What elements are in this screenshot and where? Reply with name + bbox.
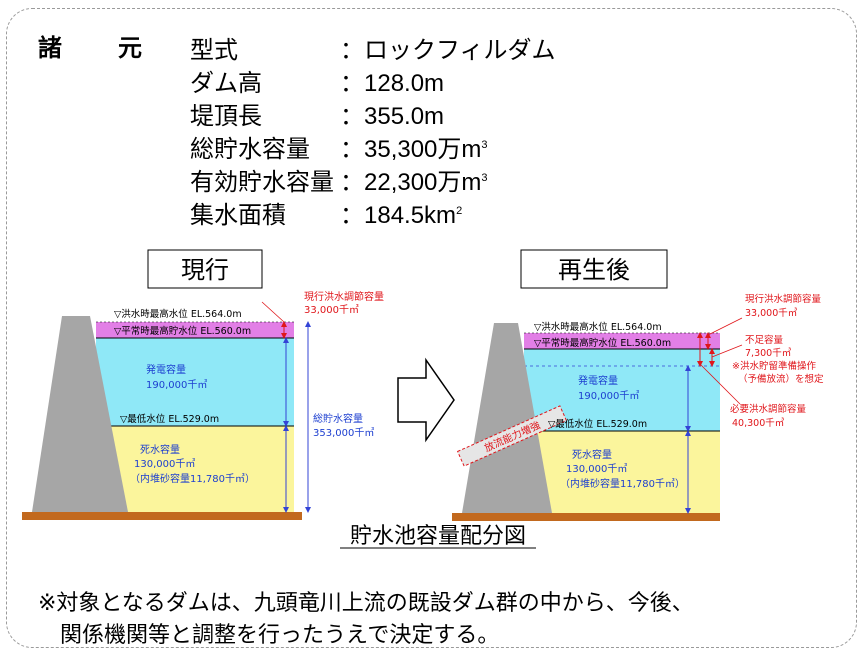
spec-row-height: ダム高 ：128.0m [190,63,444,98]
transition-arrow [397,357,455,443]
after-dead-label: 死水容量 [572,448,612,461]
spec-label: 型式 [190,36,238,64]
current-ground [22,512,302,520]
current-flood-level: ▽洪水時最高水位 EL.564.0m [114,308,242,320]
spec-unit-sup: 3 [481,139,488,151]
current-power-label: 発電容量 [146,363,186,376]
after-power-value: 190,000千㎥ [578,389,639,402]
spec-row-effective-storage: 有効貯水容量：22,300万m3 [190,162,488,197]
spec-value: ：184.5km [340,202,457,229]
current-dam-body [32,316,128,512]
after-min-level: ▽最低水位 EL.529.0m [548,418,647,430]
current-title: 現行 [181,256,229,284]
spec-unit-sup: 3 [481,172,488,184]
after-required-leader [699,363,741,405]
after-shortage-value: 7,300千㎥ [745,347,792,359]
slide-frame [6,8,857,648]
specs-heading-2: 元 [118,34,142,62]
note-line-2: 関係機関等と調整を行ったうえで決定する。 [60,623,500,648]
after-flood-zone [524,333,720,349]
after-ground [452,513,720,521]
spec-value: ：355.0m [340,103,445,130]
spec-row-type: 型式 ：ロックフィルダム [190,30,556,65]
current-normal-level: ▽平常時最高貯水位 EL.560.0m [114,325,251,337]
spec-row-catchment: 集水面積 ：184.5km2 [190,195,462,230]
after-required-label: 必要洪水調節容量 [730,403,807,415]
after-required-value: 40,300千㎥ [732,417,785,429]
after-power-label: 発電容量 [578,374,618,387]
current-dead-label: 死水容量 [140,443,180,456]
spec-label: 堤頂長 [190,102,262,130]
spec-label: ダム高 [190,69,262,97]
spec-label: 総貯水容量 [190,135,310,163]
spec-value: ：128.0m [340,70,445,97]
after-spillway-tunnel [456,405,568,467]
current-flood-ctrl-value: 33,000千㎥ [304,303,359,316]
after-title-box [520,249,668,289]
after-preop-line1: ※洪水貯留準備操作 [732,360,816,372]
current-total-value: 353,000千㎥ [313,426,374,439]
spec-row-total-storage: 総貯水容量 ：35,300万m3 [190,129,488,164]
after-flood-ctrl-value: 33,000千㎥ [745,307,798,319]
after-flood-level: ▽洪水時最高水位 EL.564.0m [534,321,662,333]
after-normal-level: ▽平常時最高貯水位 EL.560.0m [534,337,671,349]
after-flood-ctrl-label: 現行洪水調節容量 [745,293,822,305]
after-flood-ctrl-leader [707,317,743,336]
diagram-caption: 貯水池容量配分図 [350,524,526,549]
current-flood-ctrl-leader [261,301,285,323]
after-title: 再生後 [558,256,630,284]
current-dead-value: 130,000千㎥ [134,457,195,470]
spec-label: 集水面積 [190,201,286,229]
current-power-value: 190,000千㎥ [146,378,207,391]
current-dead-note: （内堆砂容量11,780千㎥） [130,472,255,485]
note-line-1: ※対象となるダムは、九頭竜川上流の既設ダム群の中から、今後、 [38,591,694,616]
current-power-zone [96,338,294,426]
after-dead-value: 130,000千㎥ [566,462,627,475]
spec-unit-sup: 2 [456,205,463,217]
current-min-level: ▽最低水位 EL.529.0m [120,413,219,425]
after-shortage-label: 不足容量 [745,334,784,346]
after-shortage-leader [711,344,743,358]
after-dead-note: （内堆砂容量11,780千㎥） [560,477,685,490]
specs-heading: 諸 [38,34,64,62]
after-dam-body [462,323,552,513]
current-flood-ctrl-label: 現行洪水調節容量 [304,290,384,303]
current-title-box [147,249,263,289]
spec-value: ：22,300万m [340,169,482,196]
current-flood-zone [96,322,294,338]
spec-label: 有効貯水容量 [190,168,334,196]
after-preop-line2: （予備放流）を想定 [738,373,824,385]
spec-row-crest-length: 堤頂長 ：355.0m [190,96,444,131]
current-dead-zone [96,426,294,512]
spec-value: ：ロックフィルダム [340,37,556,64]
current-total-label: 総貯水容量 [313,412,363,425]
spec-value: ：35,300万m [340,136,482,163]
